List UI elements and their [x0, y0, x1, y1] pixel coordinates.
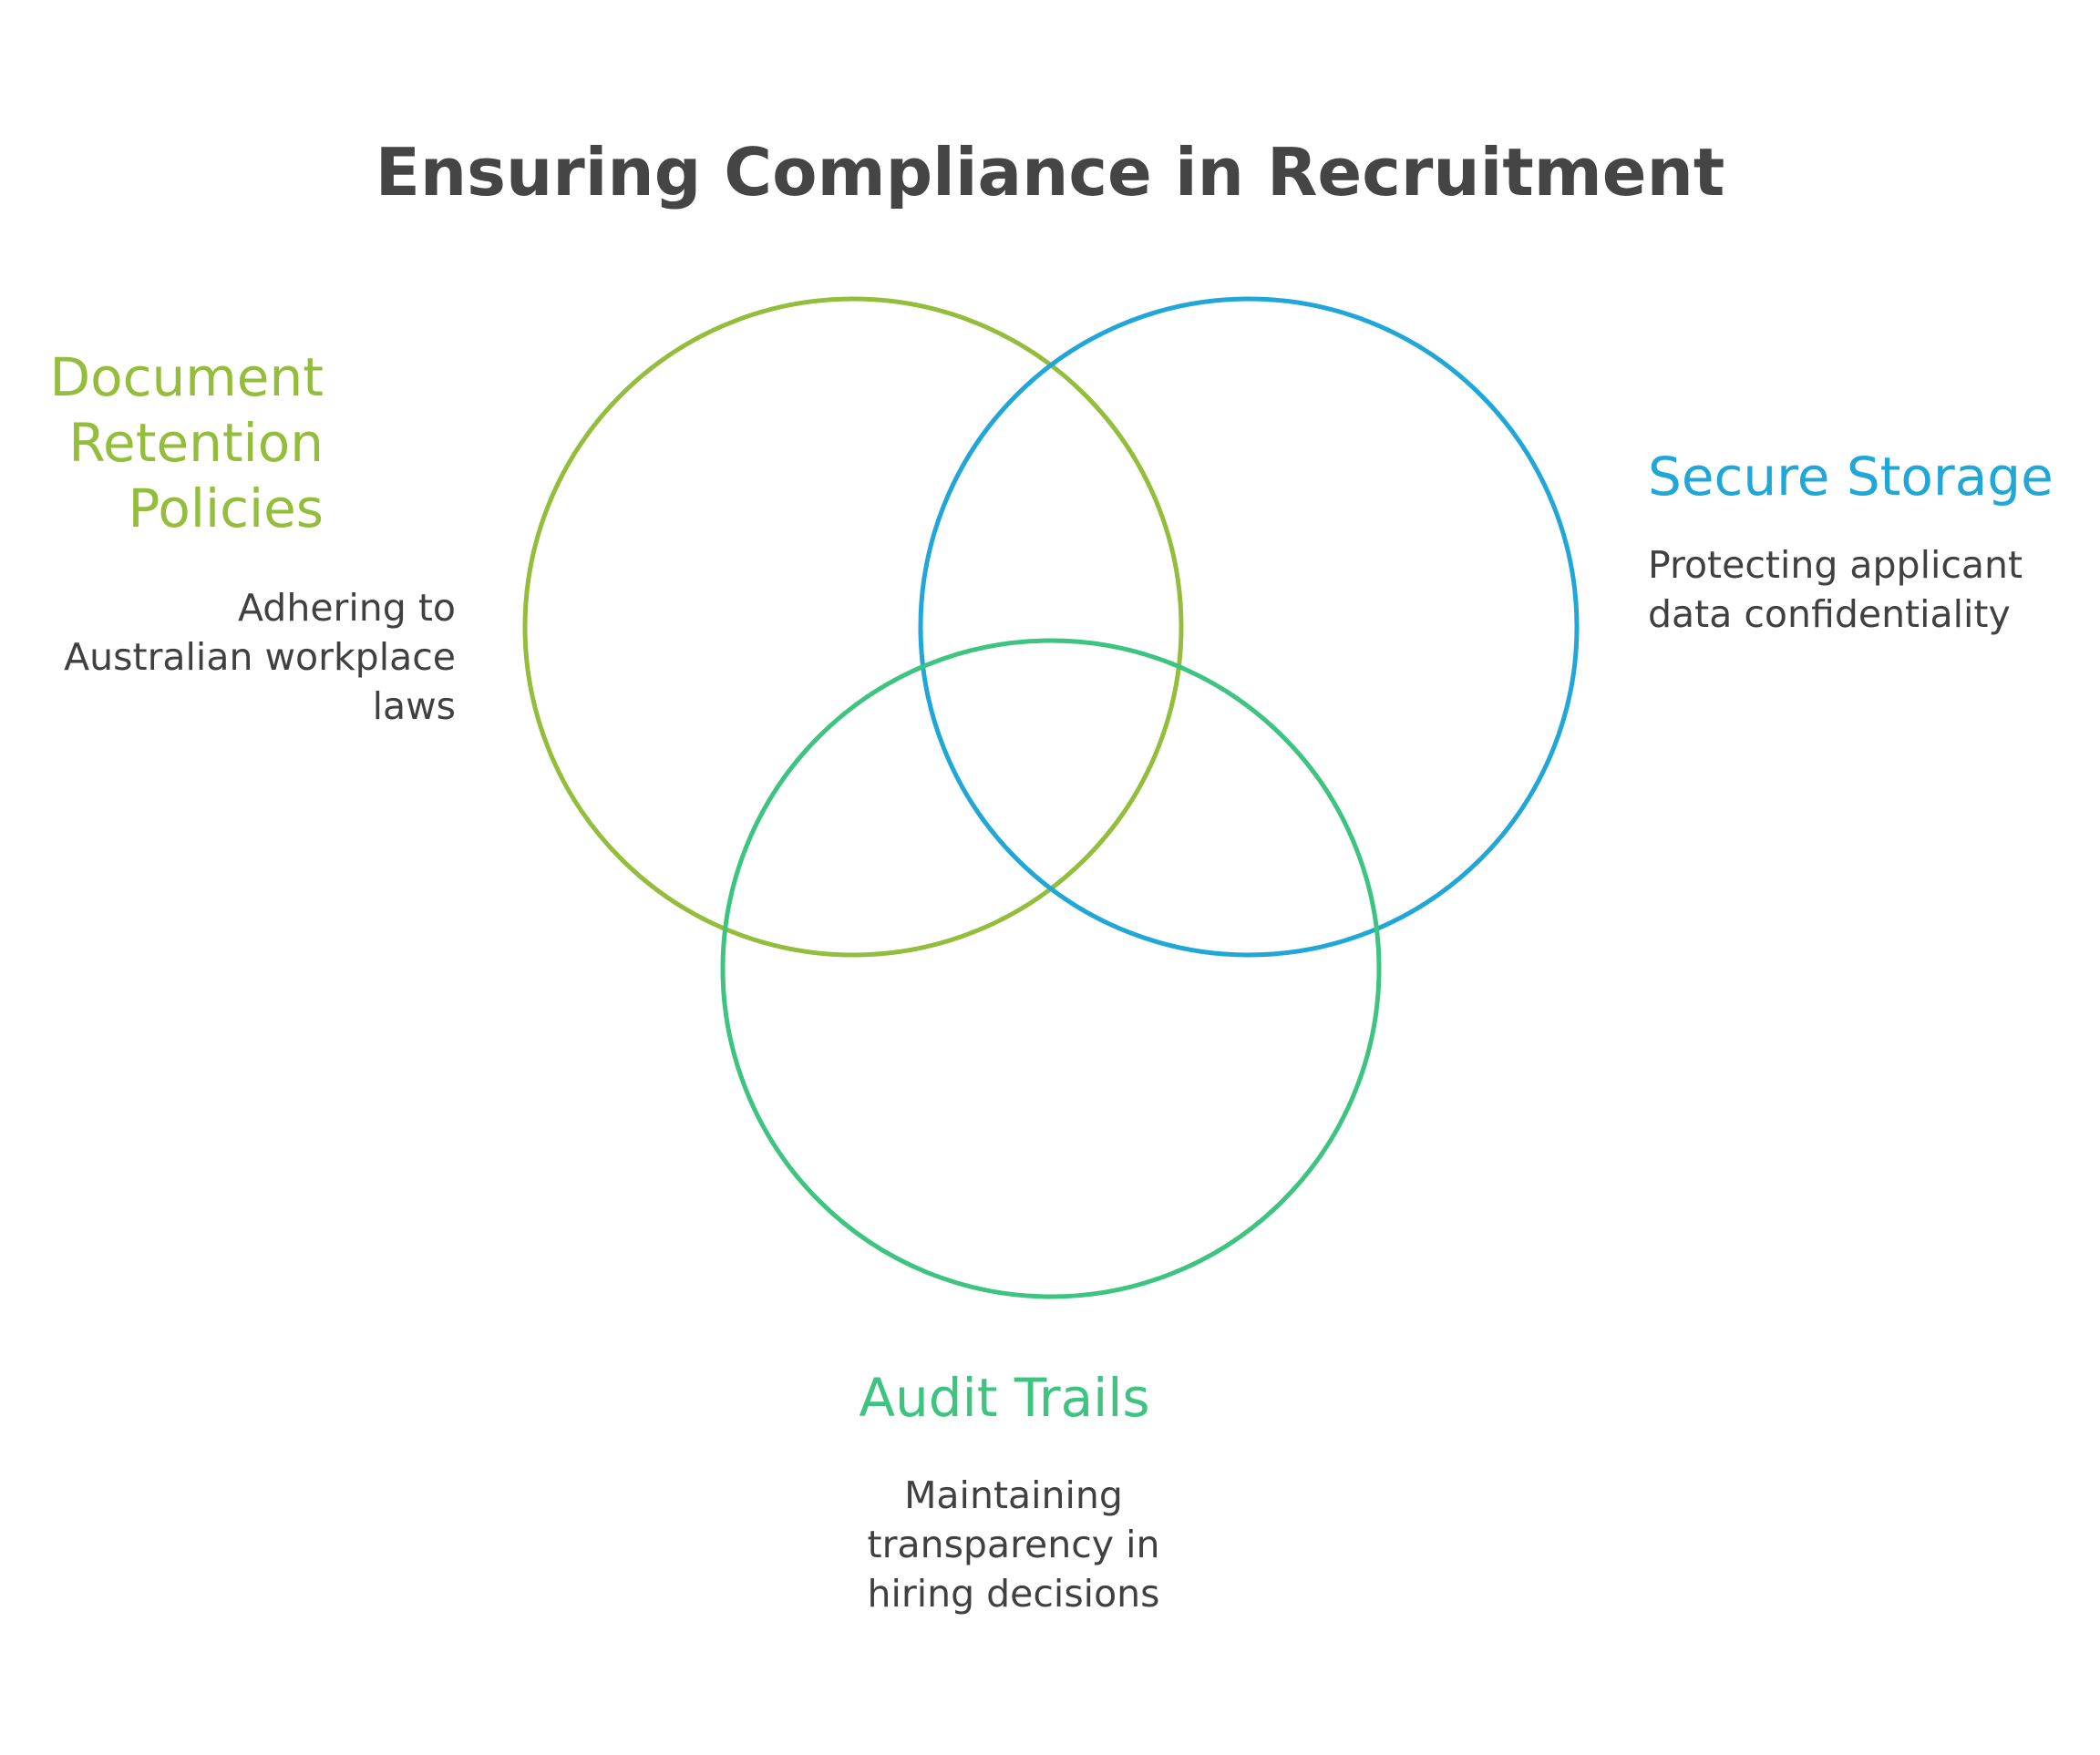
description-line: transparency in [867, 1523, 1160, 1566]
heading-line: Audit Trails [859, 1367, 1150, 1429]
document-retention-description: Adhering to Australian workplace laws [64, 583, 456, 731]
diagram-title: Ensuring Compliance in Recruitment [375, 134, 1725, 210]
description-line: Maintaining [904, 1473, 1123, 1517]
document-retention-heading: Document Retention Policies [50, 344, 324, 541]
description-line: Adhering to [237, 586, 456, 630]
audit-trails-description: Maintaining transparency in hiring decis… [786, 1471, 1241, 1618]
secure-storage-heading: Secure Storage [1648, 444, 2054, 509]
audit-trails-circle [720, 638, 1382, 1299]
heading-line: Document [49, 346, 324, 408]
description-line: Protecting applicant [1648, 543, 2023, 587]
description-line: Australian workplace [64, 635, 456, 679]
document-retention-circle [522, 296, 1184, 958]
heading-line: Secure Storage [1648, 446, 2054, 508]
audit-trails-heading: Audit Trails [777, 1365, 1232, 1431]
description-line: data confidentiality [1648, 592, 2011, 636]
description-line: laws [372, 684, 456, 728]
secure-storage-circle [918, 296, 1580, 958]
description-line: hiring decisions [867, 1572, 1160, 1616]
heading-line: Retention [68, 412, 324, 474]
secure-storage-description: Protecting applicant data confidentialit… [1648, 540, 2023, 639]
heading-line: Policies [128, 477, 324, 539]
